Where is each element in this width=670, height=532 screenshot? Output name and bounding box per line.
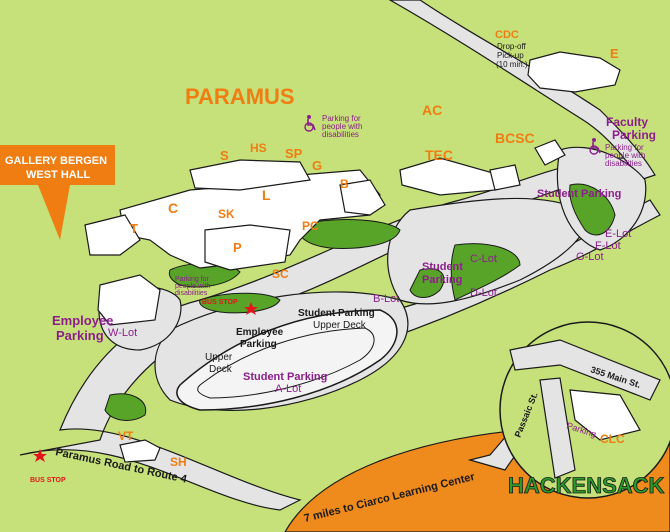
disabled-note-north-3: disabilities — [322, 130, 359, 139]
bus-stop-label-road: BUS STOP — [30, 477, 66, 484]
building-sk-label: SK — [218, 207, 235, 221]
w-lot-label: W-Lot — [108, 327, 137, 339]
b-lot-label: B-Lot — [373, 293, 399, 305]
employee-parking-deck-1: Employee — [236, 327, 284, 338]
building-sp-label: SP — [285, 146, 303, 161]
student-parking-west-2: Parking — [422, 274, 462, 286]
green-island-6 — [104, 393, 147, 421]
disabled-note-north-2: people with — [322, 122, 362, 131]
employee-parking-deck-2: Parking — [240, 339, 277, 350]
wheelchair-icon — [589, 138, 601, 155]
disabled-note-north-1: Parking for — [322, 114, 361, 123]
building-c-label: C — [168, 200, 178, 216]
student-parking-west-1: Student — [422, 261, 463, 273]
building-sh-label: SH — [170, 455, 187, 469]
star-icon — [33, 449, 47, 462]
green-island-2 — [409, 268, 445, 298]
bus-stop-label-campus: BUS STOP — [202, 299, 238, 306]
cdc-note-2: Pick-up — [497, 51, 524, 60]
building-e-label: E — [610, 46, 619, 61]
gallery-label-1: GALLERY BERGEN — [5, 155, 107, 167]
student-parking-alot: Student Parking — [243, 371, 327, 383]
building-vt-label: VT — [118, 429, 134, 443]
green-island-7 — [199, 292, 281, 314]
green-island-3 — [569, 183, 616, 236]
green-island-1 — [450, 243, 521, 301]
building-sc-label: SC — [272, 267, 289, 281]
c-lot-label: C-Lot — [470, 253, 497, 265]
cdc-note-1: Drop-off — [497, 42, 527, 51]
building-g-label: G — [312, 158, 322, 173]
building-hs-label: HS — [250, 141, 267, 155]
cdc-road — [388, 0, 656, 181]
disabled-note-east-1: Parking for — [605, 143, 644, 152]
green-island-4 — [298, 219, 401, 249]
hackensack-inset — [499, 321, 670, 499]
building-tec-label: TEC — [425, 147, 453, 163]
main-campus-buildings — [84, 51, 621, 463]
parking-deck — [176, 309, 398, 411]
faculty-parking-1: Faculty — [606, 115, 648, 129]
cdc-note-3: (10 min.) — [496, 60, 528, 69]
building-ac-label: AC — [422, 102, 442, 118]
building-t-label: T — [130, 221, 138, 236]
disabled-note-east-2: people with — [605, 151, 645, 160]
wheelchair-icon — [304, 115, 316, 132]
hackensack-label: HACKENSACK — [508, 473, 665, 498]
d-lot-label: D-Lot — [470, 287, 497, 299]
disabled-note-south-2: people with — [175, 283, 211, 290]
paramus-label: PARAMUS — [185, 84, 295, 109]
a-lot-label: A-Lot — [275, 383, 301, 395]
building-clc-label: CLC — [600, 432, 625, 446]
building-bcsc-label: BCSC — [495, 130, 535, 146]
f-lot-label: F-Lot — [595, 240, 621, 252]
faculty-parking-2: Parking — [612, 128, 656, 142]
deck-label: Deck — [209, 364, 233, 375]
student-parking-east: Student Parking — [537, 188, 621, 200]
disabled-note-south-3: disabilities — [175, 290, 208, 297]
upper-deck-label: Upper Deck — [313, 320, 367, 331]
building-b-label: B — [340, 177, 349, 191]
student-parking-upper-deck: Student Parking — [298, 308, 375, 319]
employee-parking-west-2: Parking — [56, 328, 104, 343]
employee-parking-west-1: Employee — [52, 313, 113, 328]
disabled-note-east-3: disabilities — [605, 159, 642, 168]
disabled-note-south-1: Parking for — [175, 276, 210, 283]
building-s-label: S — [220, 148, 229, 163]
e-lot-label: E-Lot — [605, 228, 631, 240]
gallery-label-2: WEST HALL — [26, 169, 90, 181]
parking-deck-inner — [197, 327, 375, 399]
cdc-label: CDC — [495, 29, 519, 41]
g-lot-label: G-Lot — [576, 251, 604, 263]
upper-label: Upper — [205, 352, 233, 363]
building-p-label: P — [233, 240, 242, 255]
gallery-bergen-callout — [0, 145, 115, 240]
building-l-label: L — [262, 187, 271, 203]
building-pc-label: PC — [302, 219, 319, 233]
star-icon — [244, 302, 258, 315]
